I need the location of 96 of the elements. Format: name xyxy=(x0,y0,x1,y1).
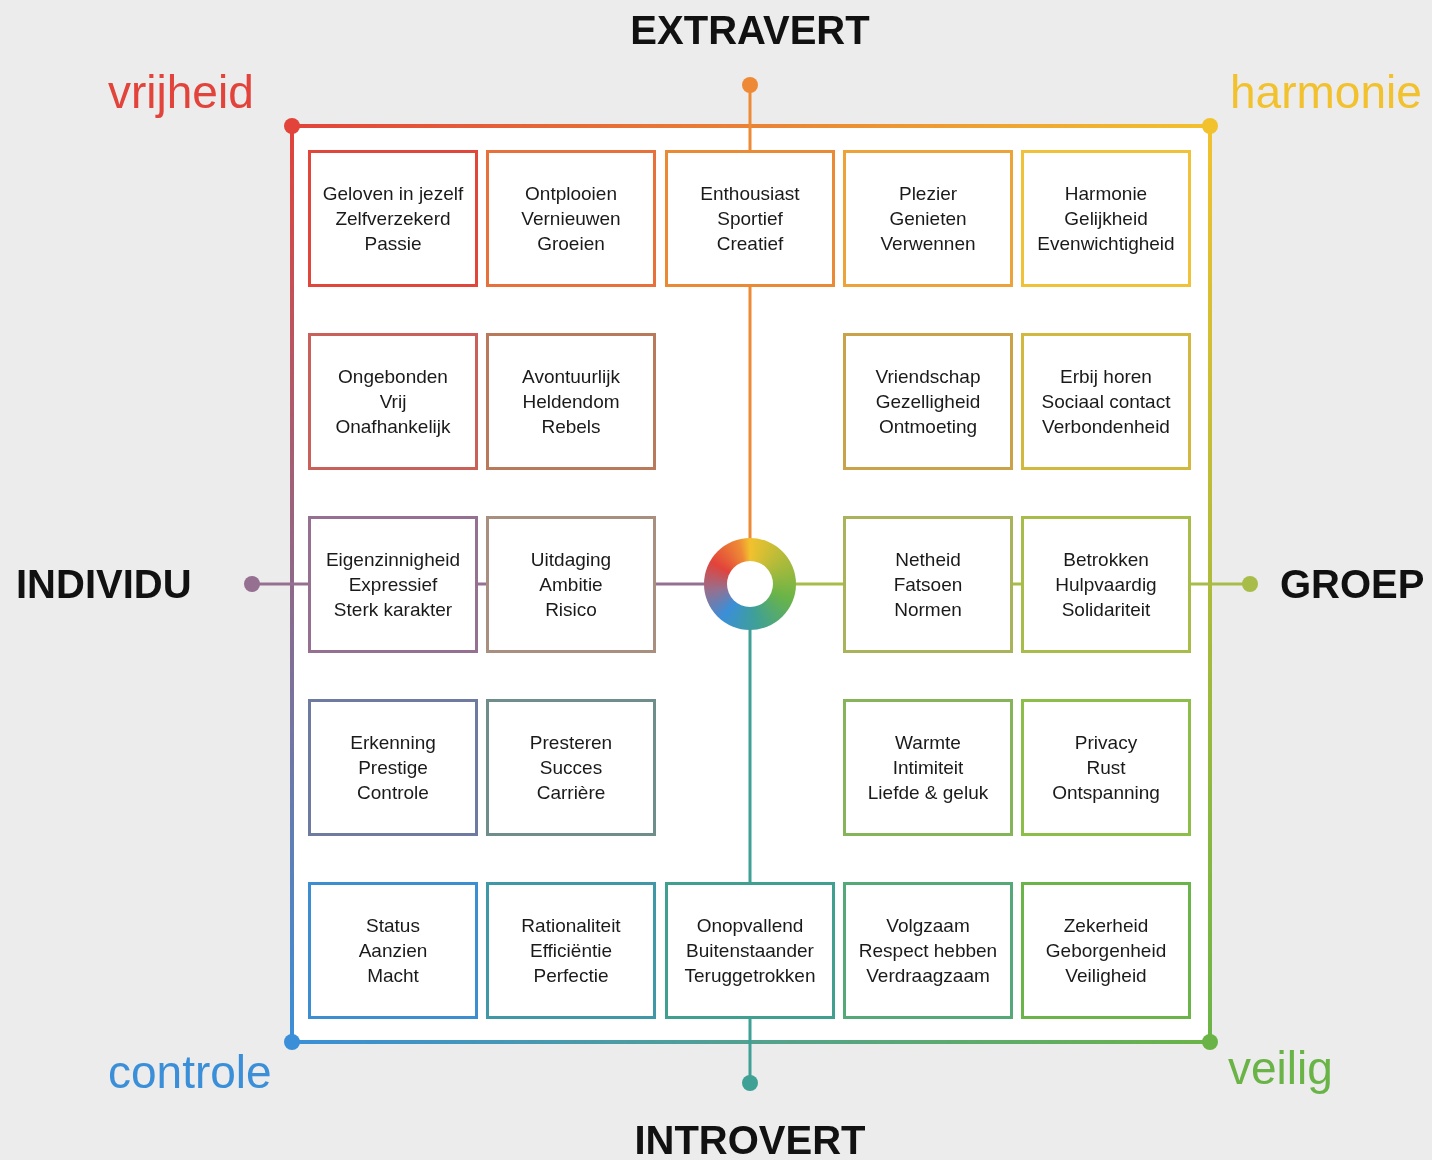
value-box xyxy=(486,882,656,1019)
axis-label: GROEP xyxy=(1280,562,1425,606)
corner-label: harmonie xyxy=(1230,66,1422,118)
corner-label: veilig xyxy=(1228,1042,1333,1094)
value-text: Normen xyxy=(894,598,962,622)
value-box xyxy=(308,699,478,836)
value-text: Veiligheid xyxy=(1065,964,1147,988)
value-text: Sportief xyxy=(717,207,783,231)
value-text: Groeien xyxy=(537,232,605,256)
value-text: Fatsoen xyxy=(893,573,963,597)
axis-label: EXTRAVERT xyxy=(630,8,870,52)
value-text: Ontmoeting xyxy=(878,415,978,439)
value-box xyxy=(665,882,835,1019)
value-text: Vrij xyxy=(379,390,407,414)
value-box xyxy=(843,882,1013,1019)
value-text: Verwennen xyxy=(880,232,976,256)
value-text: Respect hebben xyxy=(858,939,998,963)
value-text: Creatief xyxy=(716,232,784,256)
value-text: Geborgenheid xyxy=(1045,939,1167,963)
value-text: Erkenning xyxy=(350,731,436,755)
value-text: Succes xyxy=(539,756,603,780)
value-text: Teruggetrokken xyxy=(684,964,816,988)
value-text: Aanzien xyxy=(358,939,428,963)
value-text: Betrokken xyxy=(1063,548,1149,572)
value-text: Verdraagzaam xyxy=(866,964,990,988)
axis-label: INTROVERT xyxy=(634,1118,866,1160)
value-text: Efficiëntie xyxy=(530,939,612,963)
value-text: Harmonie xyxy=(1064,182,1148,206)
corner-label: controle xyxy=(108,1046,272,1098)
value-text: Ontspanning xyxy=(1052,781,1160,805)
value-text: Macht xyxy=(367,964,419,988)
value-box xyxy=(308,516,478,653)
value-text: Presteren xyxy=(529,731,613,755)
value-box xyxy=(843,516,1013,653)
value-text: Enthousiast xyxy=(700,182,800,206)
value-text: Vriendschap xyxy=(875,365,981,389)
value-text: Onopvallend xyxy=(696,914,804,938)
value-text: Expressief xyxy=(348,573,438,597)
value-box xyxy=(486,516,656,653)
axis-label: INDIVIDU xyxy=(16,562,192,606)
value-text: Privacy xyxy=(1074,731,1138,755)
value-text: Intimiteit xyxy=(892,756,964,780)
value-text: Solidariteit xyxy=(1061,598,1151,622)
value-text: Avontuurlijk xyxy=(522,365,620,389)
value-text: Prestige xyxy=(358,756,428,780)
value-text: Evenwichtigheid xyxy=(1037,232,1175,256)
value-box xyxy=(843,150,1013,287)
value-text: Heldendom xyxy=(522,390,620,414)
value-text: Perfectie xyxy=(533,964,609,988)
value-text: Buitenstaander xyxy=(686,939,814,963)
value-text: Zekerheid xyxy=(1063,914,1149,938)
value-text: Verbondenheid xyxy=(1042,415,1170,439)
value-text: Ongebonden xyxy=(338,365,448,389)
value-box xyxy=(486,333,656,470)
value-text: Rebels xyxy=(541,415,601,439)
value-text: Sociaal contact xyxy=(1041,390,1171,414)
value-text: Risico xyxy=(545,598,597,622)
value-text: Status xyxy=(366,914,420,938)
value-box xyxy=(308,150,478,287)
value-text: Gelijkheid xyxy=(1064,207,1148,231)
value-text: Rationaliteit xyxy=(521,914,621,938)
value-text: Plezier xyxy=(898,182,958,206)
value-box xyxy=(1021,516,1191,653)
value-box xyxy=(665,150,835,287)
value-box xyxy=(843,699,1013,836)
value-box xyxy=(486,150,656,287)
value-text: Zelfverzekerd xyxy=(335,207,451,231)
value-box xyxy=(308,882,478,1019)
value-box xyxy=(1021,882,1191,1019)
value-text: Ambitie xyxy=(539,573,603,597)
value-box xyxy=(486,699,656,836)
value-box xyxy=(843,333,1013,470)
value-text: Controle xyxy=(357,781,429,805)
value-text: Carrière xyxy=(536,781,606,805)
value-text: Uitdaging xyxy=(530,548,612,572)
value-text: Volgzaam xyxy=(886,914,970,938)
value-text: Liefde & geluk xyxy=(867,781,989,805)
value-box xyxy=(1021,333,1191,470)
value-text: Onafhankelijk xyxy=(335,415,451,439)
value-text: Rust xyxy=(1086,756,1126,780)
value-text: Sterk karakter xyxy=(333,598,453,622)
value-text: Geloven in jezelf xyxy=(322,182,464,206)
value-text: Ontplooien xyxy=(525,182,617,206)
value-text: Passie xyxy=(364,232,422,256)
value-text: Hulpvaardig xyxy=(1055,573,1157,597)
value-text: Eigenzinnigheid xyxy=(325,548,461,572)
value-text: Genieten xyxy=(889,207,967,231)
value-text: Warmte xyxy=(895,731,961,755)
value-box xyxy=(1021,150,1191,287)
value-box xyxy=(308,333,478,470)
value-text: Netheid xyxy=(895,548,961,572)
corner-label: vrijheid xyxy=(108,66,254,118)
value-box xyxy=(1021,699,1191,836)
value-text: Gezelligheid xyxy=(875,390,981,414)
value-text: Vernieuwen xyxy=(521,207,621,231)
value-text: Erbij horen xyxy=(1060,365,1152,389)
